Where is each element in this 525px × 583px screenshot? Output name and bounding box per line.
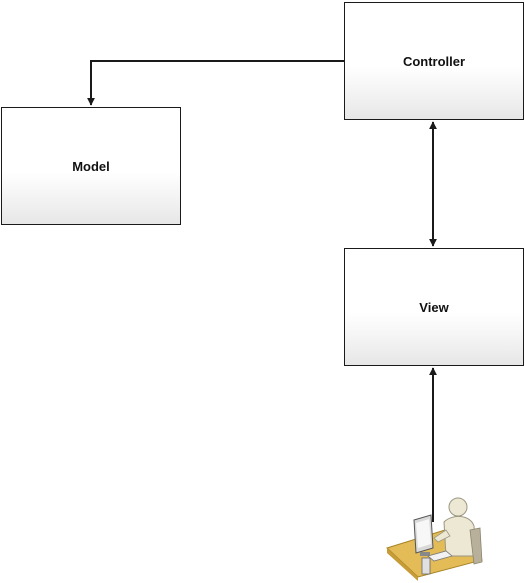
- controller-box: Controller: [344, 2, 524, 120]
- view-box: View: [344, 248, 524, 366]
- view-label: View: [419, 299, 449, 315]
- model-box: Model: [1, 107, 181, 225]
- model-label: Model: [72, 158, 110, 174]
- controller-to-model-arrow: [87, 60, 344, 106]
- controller-label: Controller: [402, 53, 466, 69]
- user-at-computer-icon: [386, 497, 483, 581]
